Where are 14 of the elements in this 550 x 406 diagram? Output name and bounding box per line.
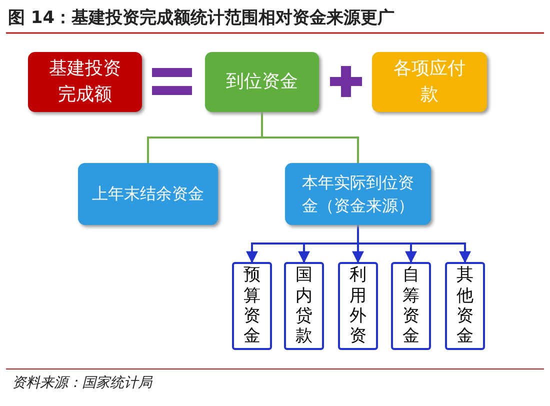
- result-box: 基建投资完成额: [28, 52, 142, 112]
- process-box: 本年实际到位资金（资金来源）: [285, 163, 431, 225]
- title: 图 14：基建投资完成额统计范围相对资金来源更广: [8, 7, 395, 29]
- process-box: 上年末结余资金: [78, 163, 218, 225]
- process-box: 到位资金: [205, 52, 319, 112]
- category-box: 自筹资金: [391, 262, 431, 350]
- category-box: 国内贷款: [284, 262, 324, 350]
- category-box: 预算资金: [232, 262, 272, 350]
- arrow: [357, 225, 471, 264]
- caption: 资料来源：国家统计局: [12, 374, 152, 392]
- connector-line: [261, 112, 359, 163]
- process-box: 各项应付款: [372, 52, 487, 112]
- category-box: 其他资金: [445, 262, 485, 350]
- category-box: 利用外资: [338, 262, 378, 350]
